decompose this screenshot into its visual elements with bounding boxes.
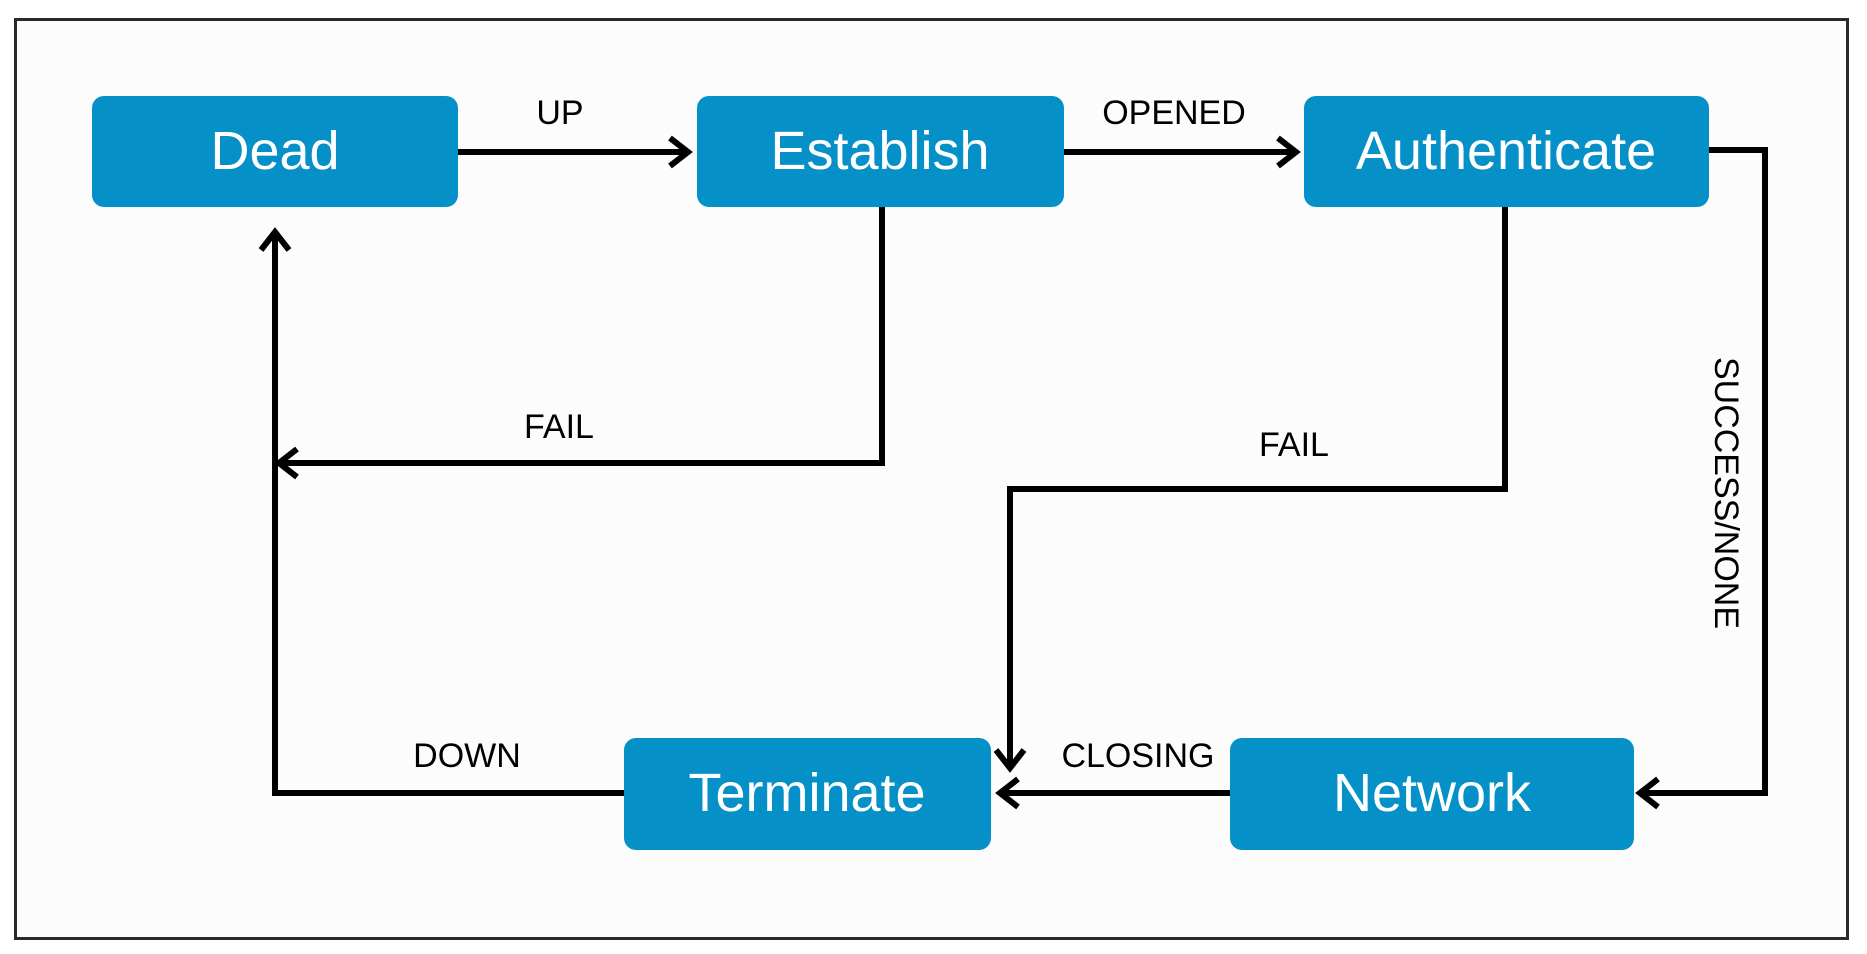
edge-establish-fail-to-dead [279, 207, 885, 466]
state-terminate-box [624, 738, 991, 850]
state-establish-box [697, 96, 1064, 207]
arrowhead-network-success [1635, 776, 1660, 810]
transition-labels: UP OPENED FAIL FAIL SUCCESS/NONE CLOSING… [413, 94, 1745, 775]
state-establish-label: Establish [770, 121, 989, 181]
state-network-label: Network [1333, 763, 1532, 823]
state-dead-label: Dead [210, 121, 339, 181]
label-authenticate-fail: FAIL [1259, 426, 1329, 464]
state-authenticate-box [1304, 96, 1709, 207]
arrowhead-authenticate-opened [1276, 135, 1301, 169]
label-opened: OPENED [1102, 94, 1246, 132]
label-down: DOWN [413, 737, 521, 775]
edges [258, 135, 1768, 810]
edge-authenticate-success-to-network [1640, 147, 1768, 796]
state-network-box [1230, 738, 1634, 850]
state-authenticate-label: Authenticate [1356, 121, 1656, 181]
edge-authenticate-fail-to-terminate [1007, 207, 1508, 768]
arrowhead-terminate-closing [995, 776, 1020, 810]
state-terminate-label: Terminate [688, 763, 925, 823]
state-dead-box [92, 96, 458, 207]
label-closing: CLOSING [1061, 737, 1214, 775]
state-network: Network [1230, 738, 1634, 850]
state-terminate: Terminate [624, 738, 991, 850]
arrowhead-terminate-fail [993, 748, 1027, 773]
label-success-none: SUCCESS/NONE [1707, 357, 1745, 629]
arrowhead-dead-down [258, 227, 292, 252]
state-dead: Dead [92, 96, 458, 207]
state-establish: Establish [697, 96, 1064, 207]
label-up: UP [536, 94, 583, 132]
edge-terminate-down-to-dead [272, 232, 624, 796]
arrowhead-establish-up [668, 135, 693, 169]
state-authenticate: Authenticate [1304, 96, 1709, 207]
arrowhead-dead-fail [274, 446, 299, 480]
label-establish-fail: FAIL [524, 408, 594, 446]
